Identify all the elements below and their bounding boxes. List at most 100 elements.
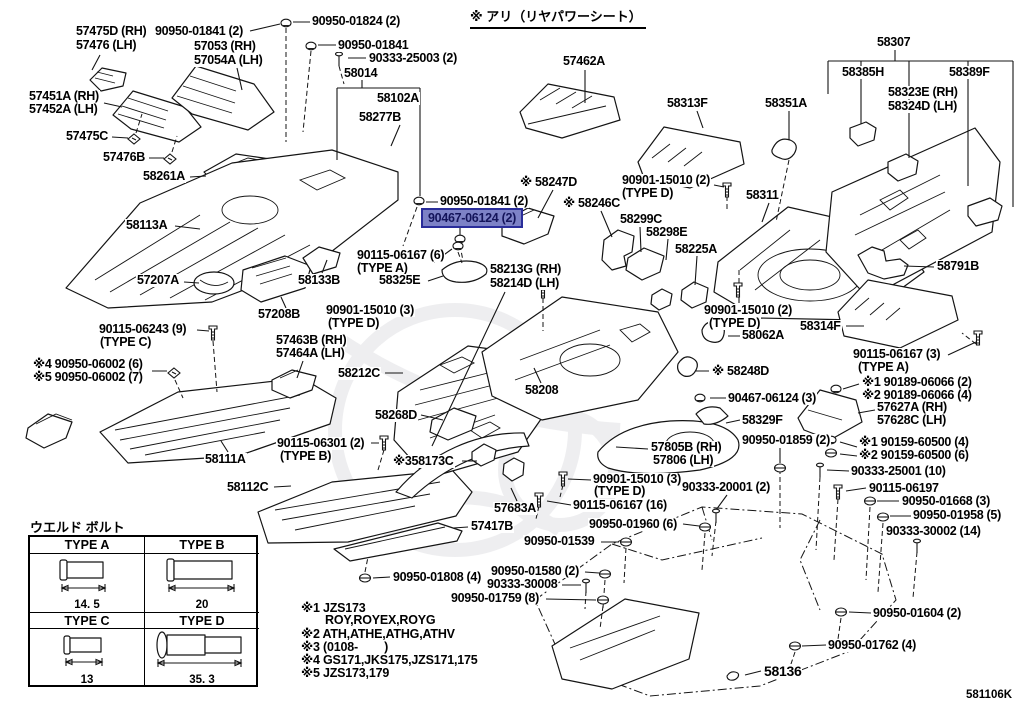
part-label: 57476B [102,150,146,165]
bolt-icon [830,384,842,394]
part-label: 90115-06243 (9) [98,322,188,337]
bolt-type-c-drawing [63,635,104,666]
part-label: 57463B (RH) [275,333,348,348]
selected-part-number[interactable]: 90467-06124 (2) [421,208,523,228]
part-label: 90333-30008 [486,577,559,592]
part-label: ※2 90189-06066 (4) [861,388,973,403]
part-label: 90333-25003 (2) [368,51,458,66]
part-label: ※1 90159-60500 (4) [858,435,970,450]
part-label: 90115-06167 (16) [572,498,668,513]
part-label: 90950-01604 (2) [872,606,962,621]
weld-bolt-type-d-cell: 35. 3 [144,629,259,687]
pin-icon [334,51,344,66]
part-label: 58313F [666,96,709,111]
footnote: ※4 GS171,JKS175,JZS171,175 [301,653,478,667]
nut-icon [596,595,610,605]
screw-icon [558,471,568,487]
bolt-type-c-length: 13 [80,674,94,686]
part-label: ※2 90159-60500 (6) [858,448,970,463]
bolt-type-a-length: 14. 5 [74,599,100,611]
nut-icon [598,569,612,579]
part-label: 57464A (LH) [275,346,346,361]
part-label: ※4 90950-06002 (6) [32,357,144,372]
part-label: 90950-01859 (2) [741,433,831,448]
part-label: 58314F [799,319,842,334]
diamond-icon [167,367,181,379]
footnote: ※2 ATH,ATHE,ATHG,ATHV [301,627,455,641]
nut-icon [773,463,787,473]
part-label: 90950-01759 (8) [450,591,540,606]
part-label: 58111A [204,452,247,467]
pin-icon [581,578,591,593]
weld-bolt-table-title: ウエルド ボルト [30,520,125,535]
part-label: ※5 90950-06002 (7) [32,370,144,385]
bolt-icon [694,393,706,403]
part-label: (TYPE A) [356,261,409,276]
bolt-icon [452,241,464,251]
part-label: 58385H [841,65,885,80]
weld-bolt-type-c-header: TYPE C [30,612,144,629]
part-label: 90115-06197 [868,481,940,496]
screw-icon [973,330,983,346]
bolt-type-d-drawing [156,631,243,667]
part-label: 58014 [343,66,379,81]
diagram-code: 581106K [966,689,1013,701]
bolt-type-a-drawing [59,559,107,592]
screw-icon [722,182,732,198]
part-label: 90950-01762 (4) [827,638,917,653]
part-label: 57475D (RH) [75,24,148,39]
part-label: (TYPE B) [279,449,333,464]
bolt-type-d-length: 35. 3 [189,674,215,686]
nut-icon [698,522,712,532]
part-label: 58225A [674,242,718,257]
part-label: 57627A (RH) [876,400,948,415]
nut-icon [358,573,372,583]
part-label: 58062A [741,328,785,343]
bolt-icon [454,234,466,244]
part-label: 90115-06301 (2) [276,436,366,451]
nut-icon [824,448,838,458]
weld-bolt-table: TYPE A TYPE B 14. 5 20 TYPE C TYPE D [28,535,259,687]
part-label: 58329F [741,413,784,428]
part-label: 58323E (RH) [887,85,959,100]
screw-icon [534,492,544,508]
part-label: 58208 [524,383,560,398]
part-label: 58268D [374,408,418,423]
part-label: 90950-01580 (2) [490,564,580,579]
part-drawing-floor-braces [193,246,341,303]
part-label: 90901-15010 (2) [621,173,711,188]
pin-icon [912,538,922,553]
part-label: (TYPE D) [593,484,647,499]
screw-icon [733,282,743,298]
part-label: 90950-01668 (3) [901,494,991,509]
nut-icon [834,607,848,617]
part-label: 90333-25001 (10) [850,464,947,479]
part-label: 57683A [493,501,537,516]
bolt-type-b-length: 20 [195,599,209,611]
part-label: (TYPE C) [99,335,153,350]
part-label: 57207A [136,273,180,288]
nut-icon [876,512,890,522]
weld-bolt-type-a-cell: 14. 5 [30,554,144,612]
part-label: 58311 [745,188,780,203]
part-label: 57806 (LH) [652,453,715,468]
part-label: 90901-15010 (3) [592,472,682,487]
weld-bolt-type-b-cell: 20 [144,554,259,612]
part-label: 58112C [226,480,270,495]
part-label: 57208B [257,307,301,322]
part-label: ※ 58247D [519,175,579,190]
weld-bolt-type-a-header: TYPE A [30,537,144,554]
part-label: 90950-01841 [337,38,410,53]
part-label: 57476 (LH) [75,38,138,53]
part-label: (TYPE D) [327,316,381,331]
part-label: 90950-01958 (5) [912,508,1002,523]
part-label: (TYPE D) [621,186,675,201]
footnote: ※5 JZS173,179 [301,666,390,680]
part-drawing-rear-end-panel [825,121,1003,299]
part-label: 58214D (LH) [489,276,560,291]
part-label: 90901-15010 (3) [325,303,415,318]
part-label: 58791B [936,259,980,274]
weld-bolt-type-b-header: TYPE B [144,537,259,554]
fastener-icons-layer [127,18,983,681]
